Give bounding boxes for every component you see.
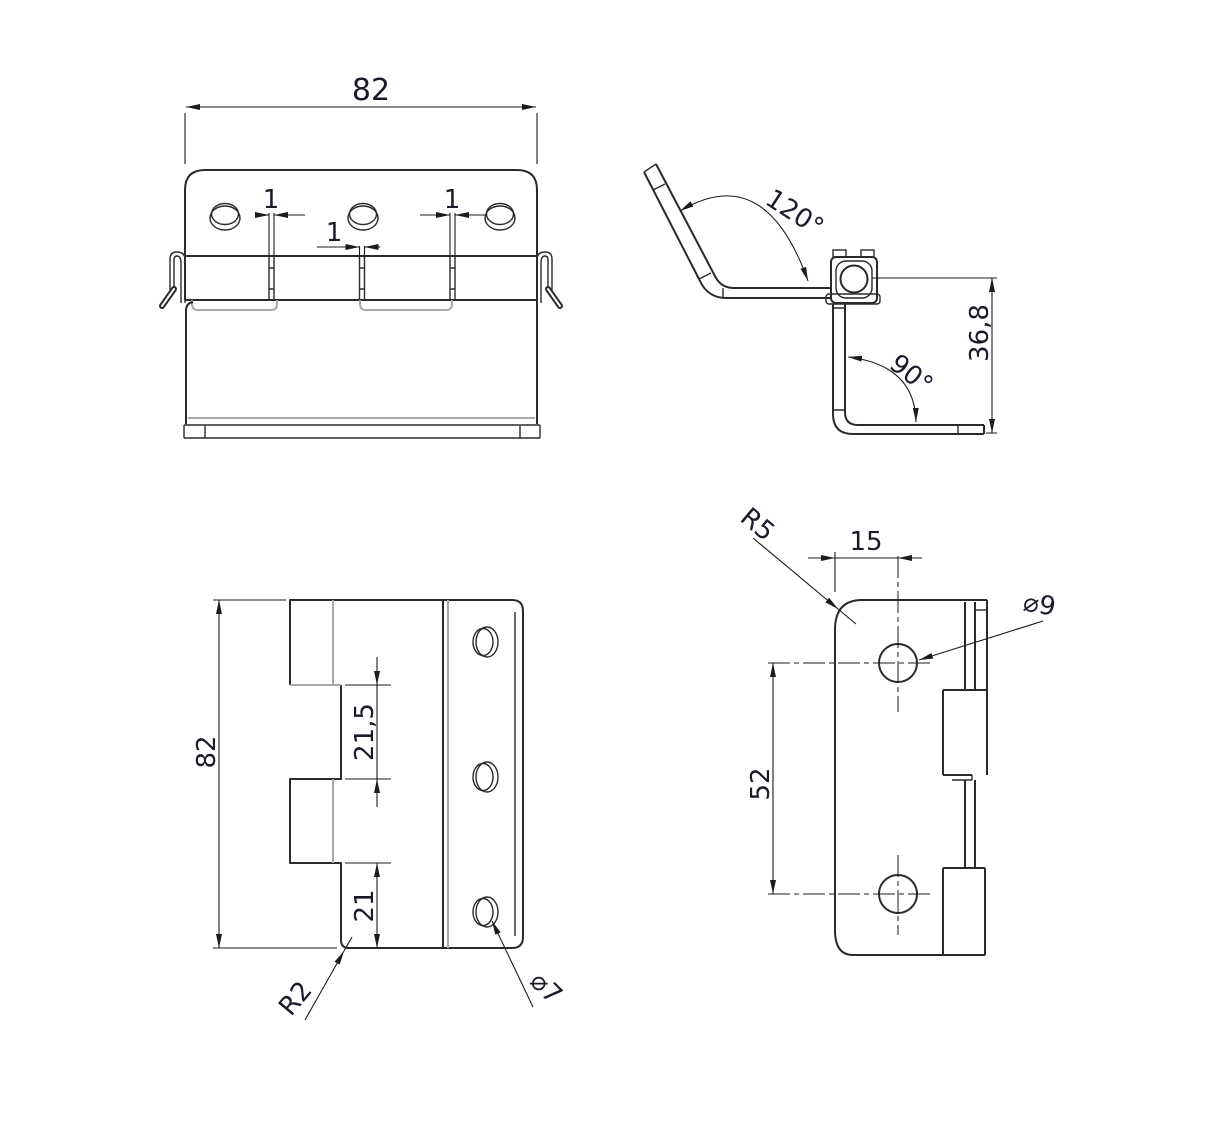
back-leaf-spacing-label: 52 bbox=[746, 767, 776, 800]
side-height-dimension: 36,8 bbox=[872, 277, 997, 434]
back-leaf-offset-label: 15 bbox=[849, 527, 882, 557]
leaf-plan-length-label: 82 bbox=[192, 735, 222, 768]
leaf-plan-fillet-leader: R2 bbox=[273, 936, 353, 1022]
front-gap-left-label: 1 bbox=[263, 185, 280, 215]
front-gap-middle-label: 1 bbox=[326, 218, 343, 248]
leaf-plan-length-dimension: 82 bbox=[192, 599, 337, 949]
front-width-dimension: 82 bbox=[184, 73, 538, 164]
front-back-knuckle-tabs bbox=[191, 300, 453, 311]
leaf-plan-notch-dimension: 21,5 bbox=[345, 657, 391, 807]
leaf-plan-hole-dia-leader: ⌀7 bbox=[491, 920, 568, 1010]
back-leaf-corner-radius-leader: R5 bbox=[734, 502, 857, 625]
front-width-label: 82 bbox=[352, 73, 390, 108]
leaf-plan-fillet-label: R2 bbox=[273, 976, 318, 1022]
leaf-plan-offset-label: 21 bbox=[350, 889, 380, 922]
front-screw-holes bbox=[209, 202, 516, 231]
back-leaf-outline bbox=[834, 599, 988, 956]
front-lower-leaf-outline bbox=[183, 300, 541, 439]
leaf-plan-offset-dimension: 21 bbox=[345, 862, 391, 948]
leaf-plan-outline bbox=[289, 599, 524, 949]
leaf-plan-holes bbox=[472, 626, 499, 928]
side-bend-angle-label: 90° bbox=[884, 349, 939, 401]
leaf-plan-view: 82 21,5 21 R2 ⌀7 bbox=[192, 599, 568, 1022]
leaf-plan-notch-label: 21,5 bbox=[350, 703, 380, 761]
back-leaf-hole-dia-label: ⌀9 bbox=[1021, 588, 1058, 623]
side-view: 120° 90° 36,8 bbox=[643, 163, 997, 435]
back-leaf-hole-dia-leader: ⌀9 bbox=[918, 588, 1058, 661]
back-leaf-corner-radius-label: R5 bbox=[734, 502, 780, 547]
side-open-angle-label: 120° bbox=[760, 184, 829, 243]
side-profile-outline bbox=[643, 163, 985, 435]
front-gap-dimensions: 1 1 1 bbox=[255, 185, 487, 258]
back-leaf-view: 15 52 R5 ⌀9 bbox=[734, 502, 1058, 956]
side-height-label: 36,8 bbox=[965, 304, 995, 362]
side-bend-angle-dimension: 90° bbox=[847, 349, 939, 423]
left-retaining-clip bbox=[159, 251, 186, 309]
leaf-plan-hole-dia-label: ⌀7 bbox=[524, 966, 568, 1010]
right-retaining-clip bbox=[536, 251, 563, 309]
back-leaf-offset-dimension: 15 bbox=[808, 527, 922, 592]
side-open-angle-dimension: 120° bbox=[679, 184, 829, 282]
back-leaf-holes bbox=[768, 556, 932, 935]
front-gap-right-label: 1 bbox=[444, 185, 461, 215]
front-view: 82 1 1 1 bbox=[159, 73, 563, 439]
front-upper-leaf-outline bbox=[184, 169, 538, 301]
back-leaf-spacing-dimension: 52 bbox=[746, 663, 776, 894]
